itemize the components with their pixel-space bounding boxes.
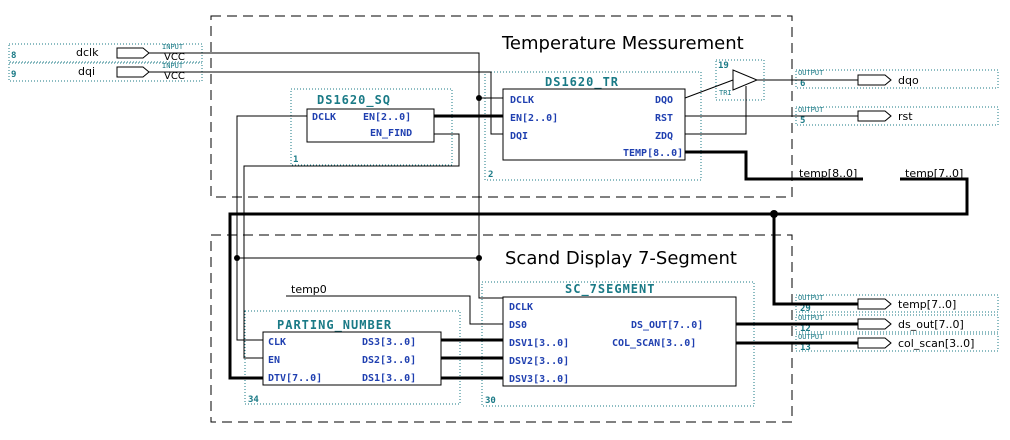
svg-text:30: 30 [485, 396, 496, 406]
svg-text:DQI: DQI [510, 131, 528, 142]
pin-label: col_scan[3..0] [898, 337, 974, 350]
svg-text:DS1[3..0]: DS1[3..0] [362, 373, 416, 384]
svg-text:9: 9 [11, 70, 16, 80]
svg-text:INPUT: INPUT [162, 43, 184, 51]
svg-text:8: 8 [11, 51, 16, 61]
svg-text:1: 1 [293, 155, 298, 165]
svg-text:6: 6 [800, 79, 805, 89]
svg-text:OUTPUT: OUTPUT [798, 333, 824, 341]
svg-text:INPUT: INPUT [162, 62, 184, 70]
display-group-title: Scand Display 7-Segment [505, 248, 737, 269]
svg-text:OUTPUT: OUTPUT [798, 294, 824, 302]
signal-wires [149, 52, 858, 359]
net-label-temp-7: temp[7..0] [905, 167, 963, 180]
tristate-buffer[interactable]: 19 TRI [715, 59, 765, 101]
display-group-frame [210, 234, 793, 423]
block-ds1620-sq[interactable]: DS1620_SQ DCLK EN[2..0] EN_FIND 1 [290, 88, 453, 166]
block-sc-7segment[interactable]: SC_7SEGMENT DCLK DS0 DSV1[3..0] DSV2[3..… [481, 281, 755, 407]
pin-label: ds_out[7..0] [898, 318, 964, 331]
svg-text:EN: EN [268, 355, 280, 366]
svg-text:DS2[3..0]: DS2[3..0] [362, 355, 416, 366]
output-pin-dqo[interactable]: OUTPUT 6 dqo [795, 69, 999, 89]
svg-text:DQO: DQO [655, 95, 673, 106]
temperature-group-frame [210, 15, 793, 198]
svg-text:EN_FIND: EN_FIND [370, 128, 412, 139]
svg-text:DS3[3..0]: DS3[3..0] [362, 337, 416, 348]
svg-text:DSV3[3..0]: DSV3[3..0] [509, 374, 569, 385]
svg-text:EN[2..0]: EN[2..0] [510, 113, 558, 124]
svg-text:VCC: VCC [164, 52, 185, 63]
svg-text:DS_OUT[7..0]: DS_OUT[7..0] [631, 320, 703, 331]
svg-text:OUTPUT: OUTPUT [798, 106, 824, 114]
svg-text:RST: RST [655, 113, 673, 124]
svg-text:PARTING_NUMBER: PARTING_NUMBER [277, 318, 392, 333]
temperature-group-title: Temperature Messurement [501, 33, 744, 54]
svg-text:OUTPUT: OUTPUT [798, 314, 824, 322]
svg-text:TEMP[8..0]: TEMP[8..0] [623, 148, 683, 159]
junction-dots [234, 95, 778, 261]
svg-text:CLK: CLK [268, 337, 286, 348]
input-pin-dqi[interactable]: 9 dqi INPUT VCC [8, 62, 203, 82]
svg-text:SC_7SEGMENT: SC_7SEGMENT [565, 282, 655, 297]
pin-label: rst [898, 110, 913, 123]
svg-text:DCLK: DCLK [510, 95, 534, 106]
svg-text:DCLK: DCLK [312, 112, 336, 123]
svg-text:13: 13 [800, 343, 811, 353]
output-pin-temp[interactable]: OUTPUT 29 temp[7..0] [795, 294, 999, 314]
pin-label: dqo [898, 74, 919, 87]
bus-wires [228, 114, 969, 380]
svg-text:EN[2..0]: EN[2..0] [363, 112, 411, 123]
svg-text:2: 2 [488, 170, 493, 180]
output-pin-rst[interactable]: OUTPUT 5 rst [795, 106, 999, 126]
svg-text:DS0: DS0 [509, 320, 527, 331]
svg-text:ZDQ: ZDQ [655, 131, 673, 142]
pin-label: dqi [78, 65, 95, 78]
svg-text:19: 19 [718, 61, 729, 71]
svg-text:12: 12 [800, 324, 811, 334]
svg-text:34: 34 [248, 395, 259, 405]
pin-label: temp[7..0] [898, 298, 956, 311]
svg-text:DSV1[3..0]: DSV1[3..0] [509, 338, 569, 349]
svg-text:DCLK: DCLK [509, 302, 533, 313]
svg-text:DSV2[3..0]: DSV2[3..0] [509, 356, 569, 367]
svg-text:DS1620_SQ: DS1620_SQ [317, 93, 391, 108]
svg-text:DTV[7..0]: DTV[7..0] [268, 373, 322, 384]
svg-text:VCC: VCC [164, 71, 185, 82]
svg-text:29: 29 [800, 304, 811, 314]
svg-text:TRI: TRI [719, 89, 732, 97]
svg-text:COL_SCAN[3..0]: COL_SCAN[3..0] [612, 338, 696, 349]
pin-label: dclk [76, 46, 99, 59]
svg-text:OUTPUT: OUTPUT [798, 69, 824, 77]
output-pin-col-scan[interactable]: OUTPUT 13 col_scan[3..0] [795, 333, 999, 353]
block-ds1620-tr[interactable]: DS1620_TR DCLK EN[2..0] DQI DQO RST ZDQ … [484, 71, 702, 181]
net-label-temp-8: temp[8..0] [799, 167, 857, 180]
block-parting-number[interactable]: PARTING_NUMBER CLK EN DTV[7..0] DS3[3..0… [244, 310, 461, 405]
svg-text:5: 5 [800, 116, 805, 126]
svg-text:DS1620_TR: DS1620_TR [545, 75, 619, 90]
net-label-temp0: temp0 [291, 283, 327, 296]
